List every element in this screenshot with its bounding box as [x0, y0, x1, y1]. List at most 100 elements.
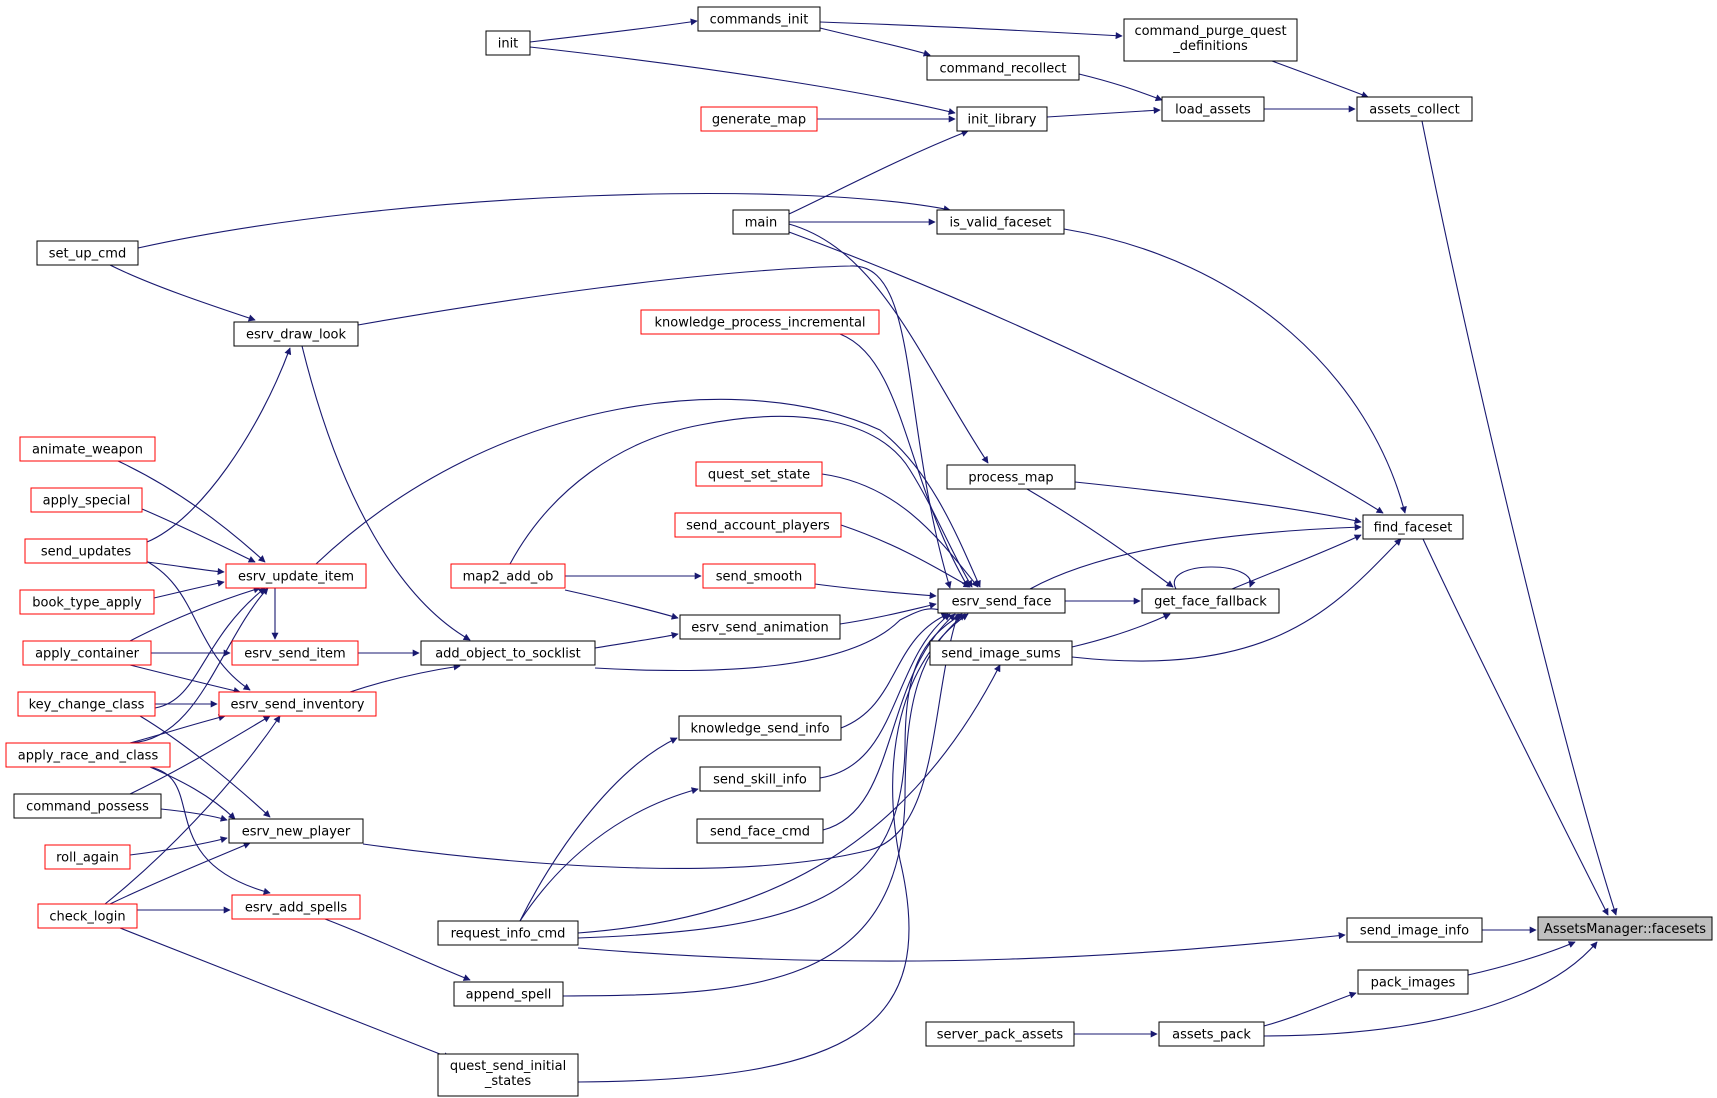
edge-line: [577, 932, 1346, 962]
node-pack-images[interactable]: pack_images: [1357, 969, 1469, 995]
edge-line: [819, 613, 951, 779]
node-apply-special[interactable]: apply_special: [30, 487, 143, 513]
node-esrv-new-player[interactable]: esrv_new_player: [228, 818, 364, 844]
node-command-possess[interactable]: command_possess: [13, 793, 162, 819]
node-knowledge-process-incremental[interactable]: knowledge_process_incremental: [640, 309, 880, 335]
node-key-change-class[interactable]: key_change_class: [17, 691, 156, 717]
node-box: [925, 1021, 1075, 1047]
node-box: [1357, 969, 1469, 995]
node-request-info-cmd[interactable]: request_info_cmd: [437, 920, 579, 946]
node-assets-pack[interactable]: assets_pack: [1158, 1021, 1265, 1047]
node-label: send_updates: [41, 545, 132, 560]
node-box: [19, 436, 156, 462]
node-label: esrv_add_spells: [245, 901, 348, 916]
edge-line: [821, 473, 979, 588]
node-check-login[interactable]: check_login: [37, 903, 138, 929]
node-quest-send-initial-states[interactable]: quest_send_initial_states: [437, 1053, 579, 1097]
edge-assets_pack-to-pack_images: [1263, 991, 1357, 1027]
node-knowledge-send-info[interactable]: knowledge_send_info: [678, 715, 842, 741]
node-apply-container[interactable]: apply_container: [22, 640, 152, 666]
edge-assets_collect-to-facesets: [1421, 120, 1618, 916]
node-add-object-to-socklist[interactable]: add_object_to_socklist: [420, 640, 596, 666]
node-send-smooth[interactable]: send_smooth: [702, 563, 816, 589]
edge-line: [117, 460, 266, 563]
edge-esrv_send_face-to-find_faceset: [1029, 523, 1362, 590]
edge-find_faceset-to-facesets: [1422, 538, 1609, 916]
node-box: [937, 588, 1066, 614]
node-esrv-draw-look[interactable]: esrv_draw_look: [233, 321, 359, 347]
edge-map2_add_ob-to-esrv_send_animation: [564, 589, 679, 620]
node-init-library[interactable]: init_library: [956, 106, 1048, 132]
edge-apply_race_and_class-to-esrv_new_player: [149, 766, 236, 820]
node-process-map[interactable]: process_map: [946, 464, 1076, 490]
node-commands-init[interactable]: commands_init: [697, 6, 821, 32]
edge-line: [1422, 538, 1609, 916]
node-append-spell[interactable]: append_spell: [453, 981, 564, 1007]
edge-line: [788, 231, 1384, 514]
edge-request_info_cmd-to-send_image_sums: [577, 664, 1001, 934]
node-label: init_library: [968, 113, 1037, 128]
node-is-valid-faceset[interactable]: is_valid_faceset: [936, 209, 1065, 235]
node-label: check_login: [49, 910, 125, 925]
node-send-image-sums[interactable]: send_image_sums: [929, 640, 1073, 666]
edge-line: [509, 415, 973, 588]
node-label: process_map: [968, 471, 1053, 486]
node-box: [450, 563, 566, 589]
node-esrv-send-item[interactable]: esrv_send_item: [231, 640, 359, 666]
node-box: [1123, 18, 1298, 62]
node-quest-set-state[interactable]: quest_set_state: [695, 461, 823, 487]
node-esrv-send-face[interactable]: esrv_send_face: [937, 588, 1066, 614]
node-assets-collect[interactable]: assets_collect: [1356, 96, 1473, 122]
node-command-recollect[interactable]: command_recollect: [926, 55, 1080, 81]
edge-line: [1071, 613, 1171, 648]
node-book-type-apply[interactable]: book_type_apply: [19, 589, 155, 615]
edge-line: [1046, 106, 1161, 118]
node-esrv-send-inventory[interactable]: esrv_send_inventory: [218, 691, 377, 717]
node-send-face-cmd[interactable]: send_face_cmd: [696, 818, 824, 844]
node-esrv-add-spells[interactable]: esrv_add_spells: [231, 894, 361, 920]
edge-line: [357, 265, 952, 589]
edge-request_info_cmd-to-knowledge_send_info: [519, 737, 678, 922]
node-box: [30, 487, 143, 513]
node-send-skill-info[interactable]: send_skill_info: [699, 766, 821, 792]
node-roll-again[interactable]: roll_again: [44, 844, 131, 870]
node-send-updates[interactable]: send_updates: [24, 538, 148, 564]
node-animate-weapon[interactable]: animate_weapon: [19, 436, 156, 462]
node-main[interactable]: main: [732, 209, 790, 235]
edge-line: [1074, 481, 1362, 525]
node-esrv-send-animation[interactable]: esrv_send_animation: [679, 614, 841, 640]
node-box: [699, 766, 821, 792]
node-box: [1362, 514, 1464, 540]
edge-line: [594, 606, 946, 672]
node-box: [5, 742, 171, 768]
node-map2-add-ob[interactable]: map2_add_ob: [450, 563, 566, 589]
node-send-image-info[interactable]: send_image_info: [1346, 917, 1483, 943]
node-label: animate_weapon: [32, 443, 143, 458]
edge-line: [141, 508, 256, 563]
edge-request_info_cmd-to-send_skill_info: [519, 787, 699, 922]
node-apply-race-and-class[interactable]: apply_race_and_class: [5, 742, 171, 768]
node-send-account-players[interactable]: send_account_players: [674, 512, 842, 538]
node-get-face-fallback[interactable]: get_face_fallback: [1141, 588, 1280, 614]
edge-get_face_fallback-to-get_face_fallback: [1173, 566, 1256, 590]
node-command-purge[interactable]: command_purge_quest_definitions: [1123, 18, 1298, 62]
node-box: [1356, 96, 1473, 122]
node-find-faceset[interactable]: find_faceset: [1362, 514, 1464, 540]
nodes-layer: AssetsManager::facesets assets_collectfin…: [5, 6, 1713, 1097]
node-box: [13, 793, 162, 819]
node-label: quest_set_state: [708, 468, 810, 483]
edge-line: [129, 714, 226, 744]
node-esrv-update-item[interactable]: esrv_update_item: [225, 563, 367, 589]
node-box: [695, 461, 823, 487]
node-label: esrv_new_player: [242, 825, 351, 840]
node-init[interactable]: init: [485, 30, 531, 56]
node-set-up-cmd[interactable]: set_up_cmd: [36, 240, 139, 266]
edge-line: [149, 766, 271, 895]
node-load-assets[interactable]: load_assets: [1161, 96, 1265, 122]
edge-set_up_cmd-to-is_valid_faceset: [137, 193, 951, 249]
node-server-pack-assets[interactable]: server_pack_assets: [925, 1021, 1075, 1047]
node-box: [640, 309, 880, 335]
node-generate-map[interactable]: generate_map: [700, 106, 818, 132]
edge-check_login-to-esrv_new_player: [109, 842, 251, 905]
node-facesets[interactable]: AssetsManager::facesets: [1537, 916, 1713, 941]
